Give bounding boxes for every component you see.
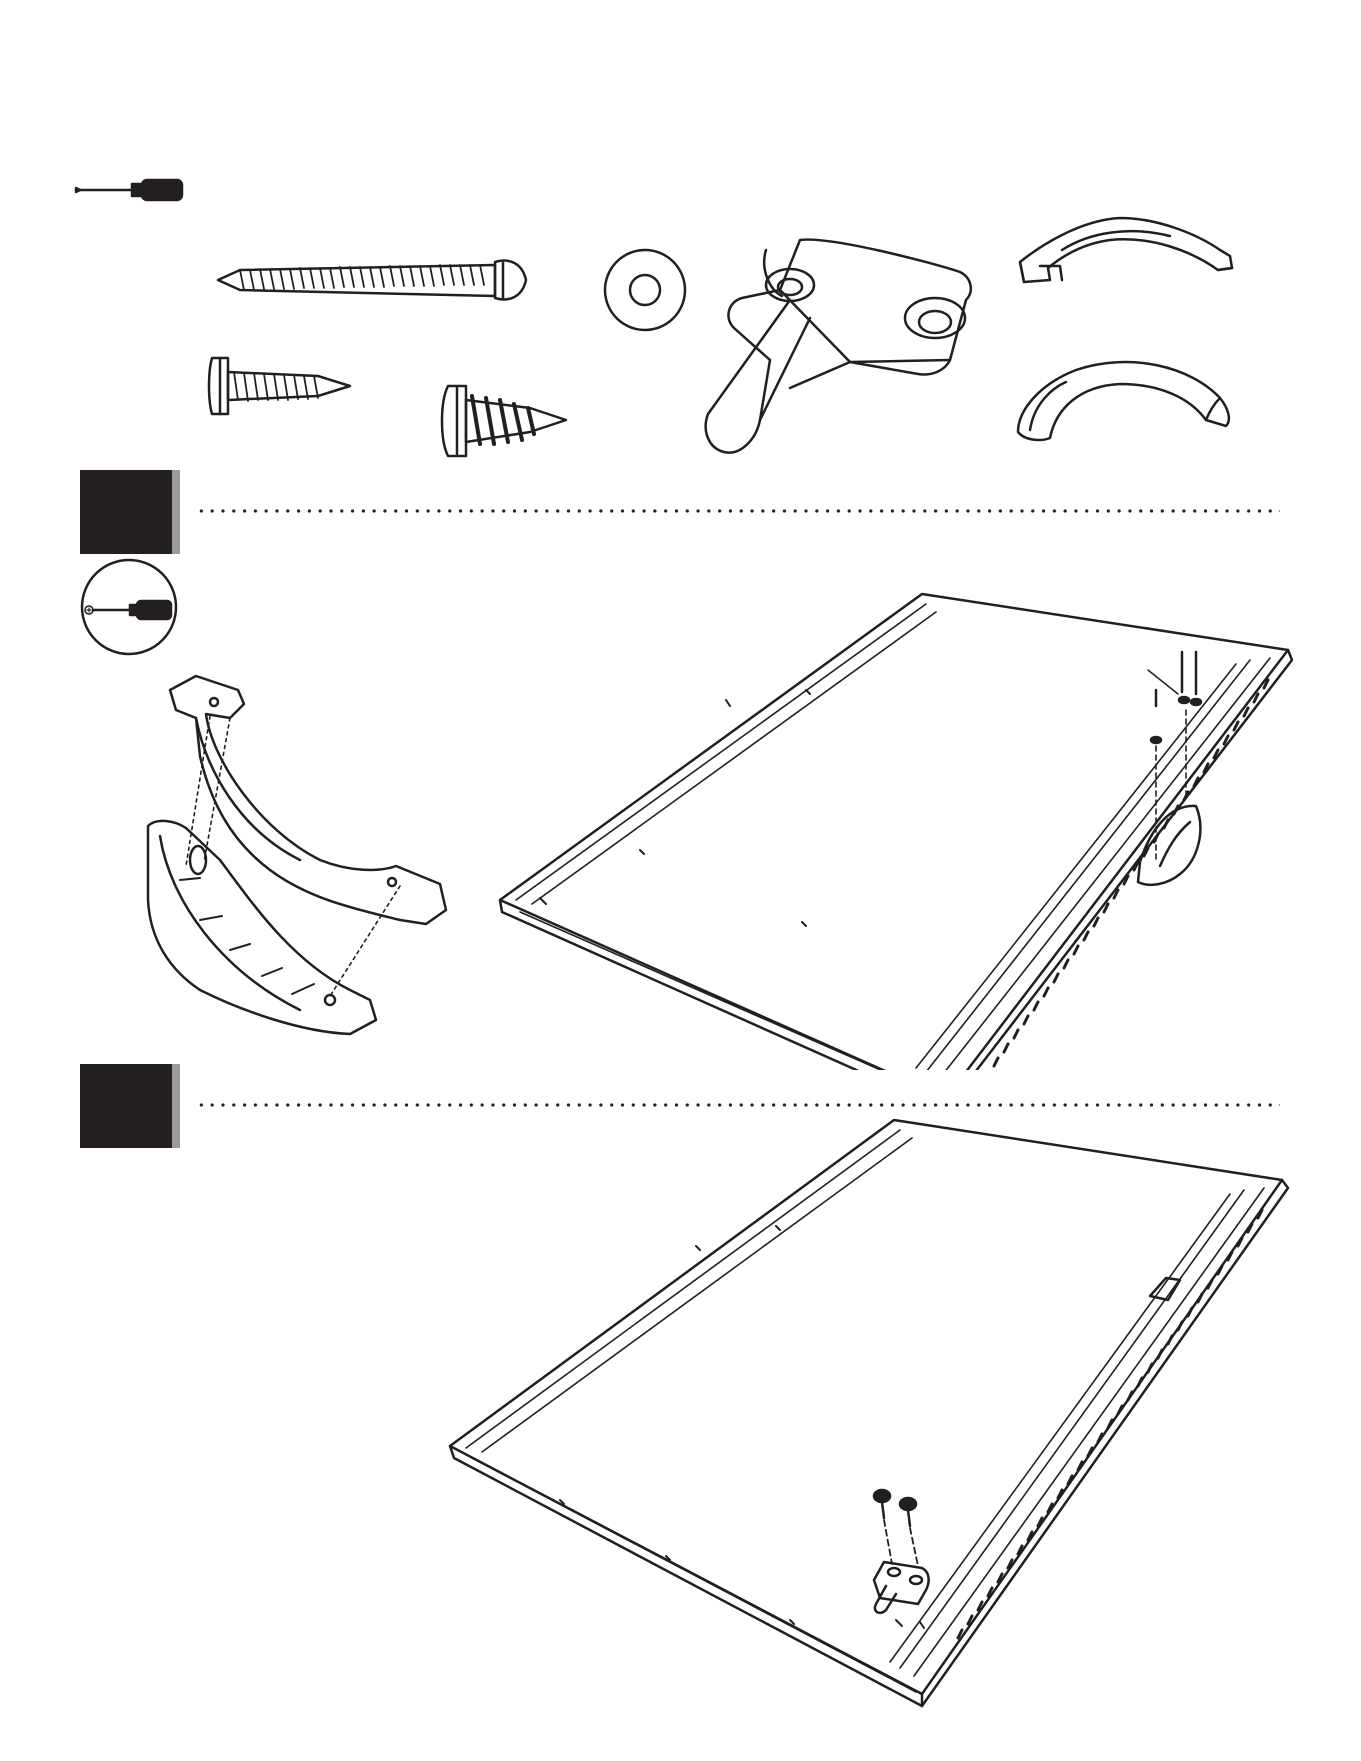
door-stop-bracket: [874, 1490, 929, 1628]
washer-icon: [605, 250, 685, 330]
coarse-thread-screw-icon: [442, 386, 566, 456]
step-1-illustration: [0, 470, 1361, 1070]
long-pan-head-screw-icon: [218, 261, 526, 300]
screwdriver-circle-icon: [82, 560, 176, 654]
hardware-overview: [0, 0, 1361, 470]
handle-outer-cover-icon: [1018, 362, 1229, 440]
door-panel: [500, 594, 1292, 1070]
step-2-screw-right: [900, 1498, 916, 1526]
step-2-illustration: [0, 1110, 1361, 1761]
step-2-divider: [196, 1103, 1280, 1107]
door-panel: [450, 1120, 1288, 1706]
phillips-screwdriver-icon: [76, 180, 182, 200]
short-pan-head-screw-icon: [209, 358, 350, 414]
handle-inner-part-icon: [1020, 218, 1232, 282]
door-handle-assembly: [148, 676, 446, 1034]
door-stop-bracket-icon: [706, 240, 971, 453]
step-2-screw-left: [874, 1490, 890, 1518]
